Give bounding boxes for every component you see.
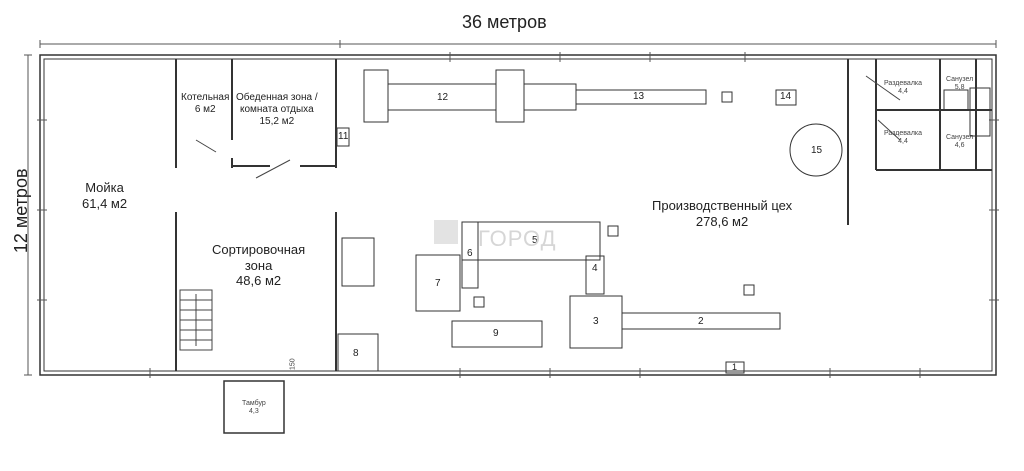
- equipment-label-14: 14: [780, 91, 792, 102]
- equipment-label-13: 13: [633, 91, 645, 102]
- equipment-label-4: 4: [592, 263, 598, 274]
- equipment-label-9: 9: [493, 328, 499, 339]
- equipment-label-12: 12: [437, 92, 449, 103]
- door-note: 150: [289, 358, 297, 371]
- equipment-label-3: 3: [593, 316, 599, 327]
- equipment-shapes: [336, 69, 991, 374]
- stairs: [179, 289, 213, 351]
- equipment-9: [451, 320, 543, 348]
- equipment-2: [621, 312, 781, 330]
- equipment-13: [575, 89, 707, 105]
- dimension-lines: [24, 40, 997, 376]
- equipment-label-8: 8: [353, 348, 359, 359]
- equipment-12a: [363, 69, 389, 123]
- equipment-label-11: 11: [338, 131, 349, 142]
- equipment-11: [336, 127, 350, 147]
- equipment-8: [337, 333, 379, 372]
- equipment-1: [725, 361, 745, 374]
- equipment-14: [775, 89, 797, 106]
- equipment-7: [415, 254, 461, 312]
- equipment-4: [585, 255, 605, 295]
- equipment-15: [789, 123, 843, 177]
- equipment-label-5: 5: [532, 235, 538, 246]
- equipment-12b: [495, 69, 525, 123]
- outer-walls: [39, 54, 997, 376]
- equipment-6: [461, 221, 479, 289]
- door-swings: [195, 75, 901, 179]
- window-marks: [37, 52, 999, 378]
- interior-walls: [175, 59, 992, 371]
- width-dimension: 36 метров: [462, 12, 547, 32]
- tambur-walls: [223, 380, 285, 434]
- equipment-label-2: 2: [698, 316, 704, 327]
- watermark-logo: [434, 220, 458, 244]
- equipment-label-6: 6: [467, 248, 473, 259]
- equipment-label-7: 7: [435, 278, 441, 289]
- equipment-label-15: 15: [811, 145, 823, 156]
- watermark-text: ГОРОД: [478, 226, 557, 251]
- height-dimension: 12 метров: [11, 168, 32, 254]
- equipment-label-1: 1: [732, 362, 738, 372]
